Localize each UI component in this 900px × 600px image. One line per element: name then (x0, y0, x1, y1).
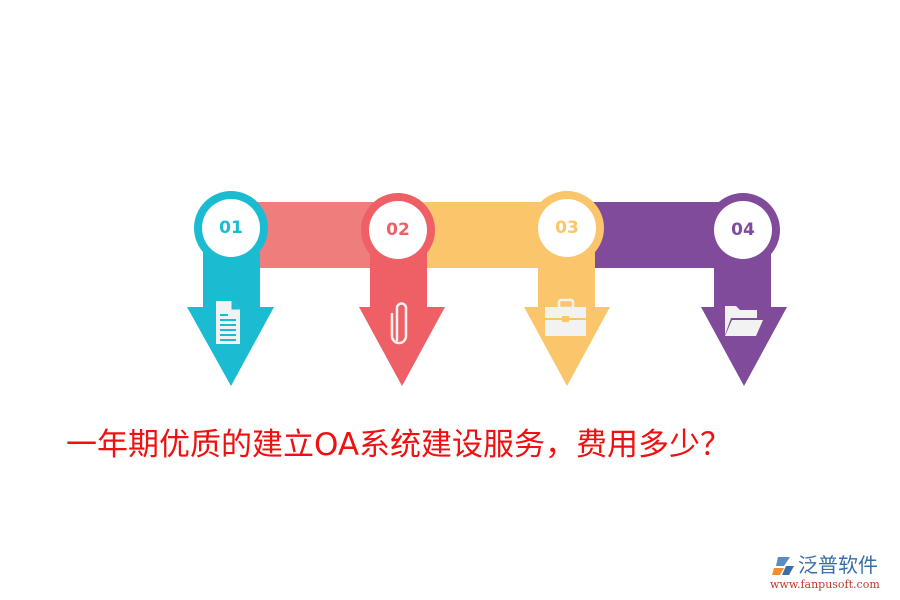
logo-mark-icon (772, 557, 794, 575)
step-number-4: 04 (731, 220, 755, 240)
step-number-2: 02 (386, 220, 410, 240)
folder-icon (725, 306, 763, 336)
logo-url: www.fanpusoft.com (770, 578, 880, 591)
headline: 一年期优质的建立OA系统建设服务，费用多少？ (66, 427, 732, 463)
step-number-3: 03 (555, 218, 579, 238)
briefcase-icon (545, 298, 586, 336)
document-icon (216, 301, 240, 344)
step-1: 01 (187, 191, 274, 386)
step-number-1: 01 (219, 218, 243, 238)
step-2: 02 (359, 193, 445, 386)
logo-name: 泛普软件 (798, 553, 878, 577)
brand-logo: 泛普软件 www.fanpusoft.com (768, 553, 898, 595)
step-3: 03 (524, 191, 610, 386)
paperclip-icon (390, 302, 408, 345)
step-4: 04 (701, 193, 787, 386)
